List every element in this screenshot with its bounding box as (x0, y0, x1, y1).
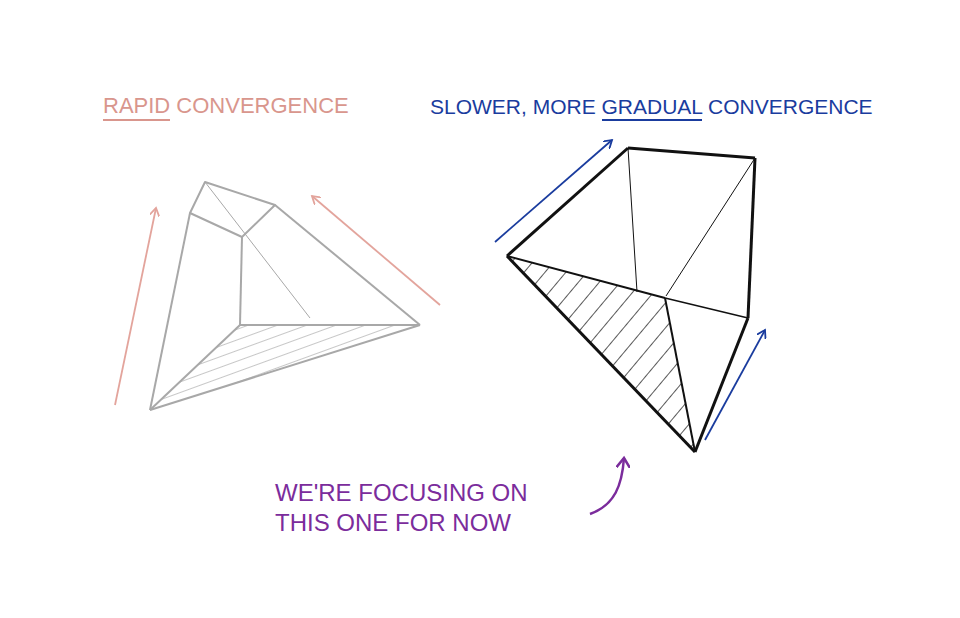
underline (602, 119, 703, 121)
note-label: WE'RE FOCUSING ON THIS ONE FOR NOW (275, 478, 575, 538)
convergence-arrow (495, 140, 612, 242)
underline (103, 119, 170, 121)
box-drawing (507, 148, 755, 452)
note-label: RAPID CONVERGENCE (103, 92, 349, 120)
convergence-arrow (705, 330, 765, 440)
note-label: SLOWER, MORE GRADUAL CONVERGENCE (430, 94, 873, 120)
convergence-arrow (115, 208, 156, 405)
frustum-drawing (150, 182, 420, 410)
pointer-arrow (590, 458, 624, 514)
convergence-arrow (312, 196, 440, 305)
